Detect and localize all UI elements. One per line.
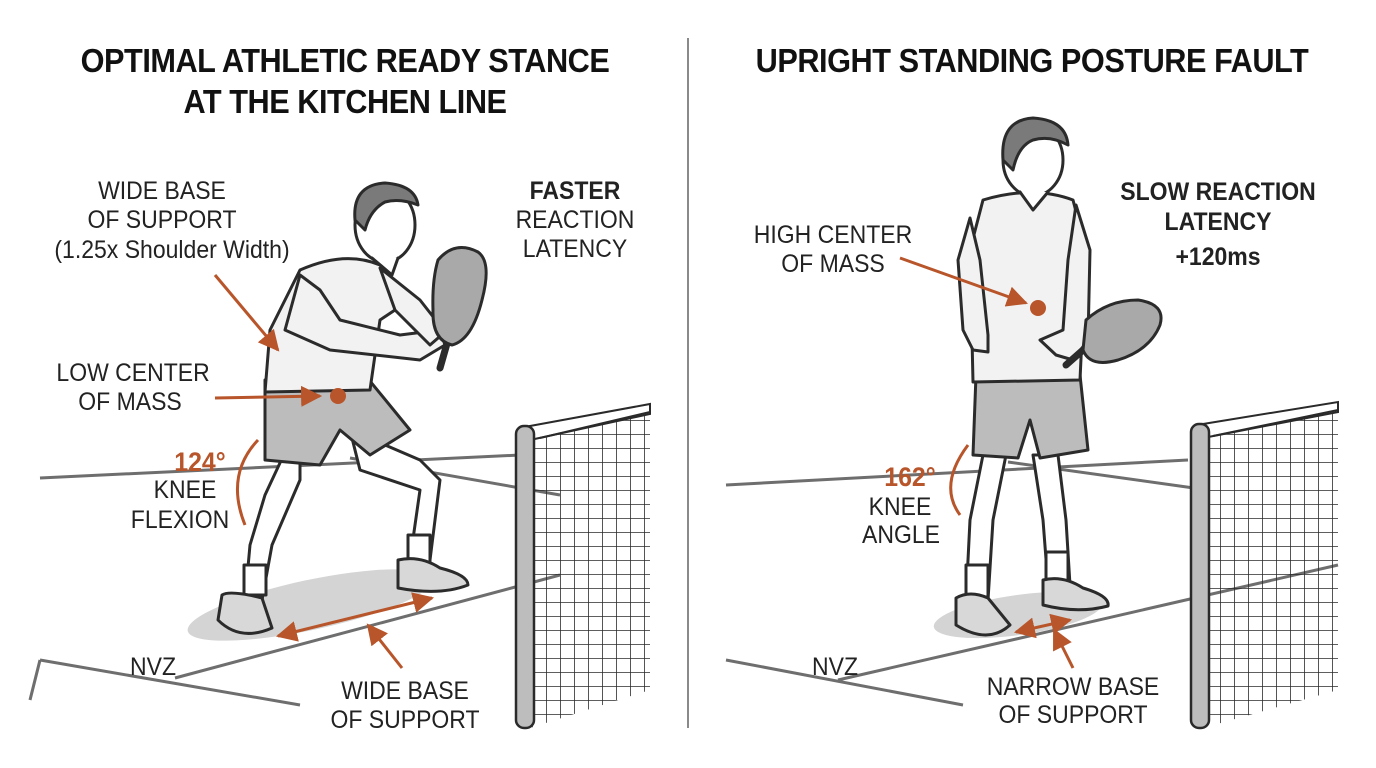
player-crouched [216, 181, 488, 635]
slow-reaction-label-line3: +120ms [1175, 243, 1261, 271]
panel-optimal-stance: OPTIMAL ATHLETIC READY STANCE AT THE KIT… [28, 42, 651, 734]
upright-posture-illustration [725, 116, 1339, 730]
knee-flexion-label-line1: KNEE [153, 476, 217, 504]
reaction-label-line3: LATENCY [522, 235, 628, 263]
panel-divider [687, 38, 689, 728]
base-top-label-line2: OF SUPPORT [87, 206, 237, 234]
annotation-arrows [899, 256, 1075, 669]
low-com-label-line1: LOW CENTER [56, 359, 210, 387]
knee-angle-arc [235, 438, 260, 526]
paddle [431, 246, 488, 372]
paddle [1062, 298, 1163, 369]
panel-upright-fault: UPRIGHT STANDING POSTURE FAULT HIGH CENT… [688, 0, 1376, 768]
base-top-label-line3: (1.25x Shoulder Width) [54, 236, 290, 264]
center-of-mass-dot [330, 388, 346, 404]
high-com-label-line2: OF MASS [781, 250, 885, 278]
knee-flexion-label-line2: FLEXION [130, 506, 230, 534]
right-title: UPRIGHT STANDING POSTURE FAULT [755, 42, 1309, 79]
narrow-base-label-line1: NARROW BASE [986, 673, 1160, 701]
slow-reaction-label-line1: SLOW REACTION [1120, 178, 1316, 206]
nvz-label: NVZ [812, 653, 858, 681]
slow-reaction-label-line2: LATENCY [1164, 208, 1272, 236]
base-top-label-line1: WIDE BASE [98, 177, 226, 205]
knee-angle-label-line2: ANGLE [862, 521, 940, 549]
nvz-label: NVZ [130, 653, 176, 681]
knee-angle-arc [949, 444, 970, 516]
base-bottom-label-line2: OF SUPPORT [330, 706, 480, 734]
net [514, 402, 651, 730]
knee-flexion-value: 124° [174, 447, 226, 477]
annotation-arrows [213, 274, 435, 669]
base-bottom-label-line1: WIDE BASE [341, 677, 469, 705]
knee-angle-value: 162° [884, 462, 936, 492]
reaction-label-line2: REACTION [515, 206, 635, 234]
player-upright [954, 116, 1163, 637]
left-title-line2: AT THE KITCHEN LINE [183, 83, 507, 120]
left-title-line1: OPTIMAL ATHLETIC READY STANCE [80, 42, 610, 79]
low-com-label-line2: OF MASS [78, 388, 182, 416]
optimal-stance-illustration [28, 181, 651, 730]
reaction-label-line1: FASTER [529, 177, 621, 205]
narrow-base-label-line2: OF SUPPORT [998, 701, 1148, 729]
net [1189, 400, 1339, 730]
knee-angle-label-line1: KNEE [868, 493, 932, 521]
high-com-label-line1: HIGH CENTER [753, 221, 913, 249]
center-of-mass-dot [1030, 300, 1046, 316]
